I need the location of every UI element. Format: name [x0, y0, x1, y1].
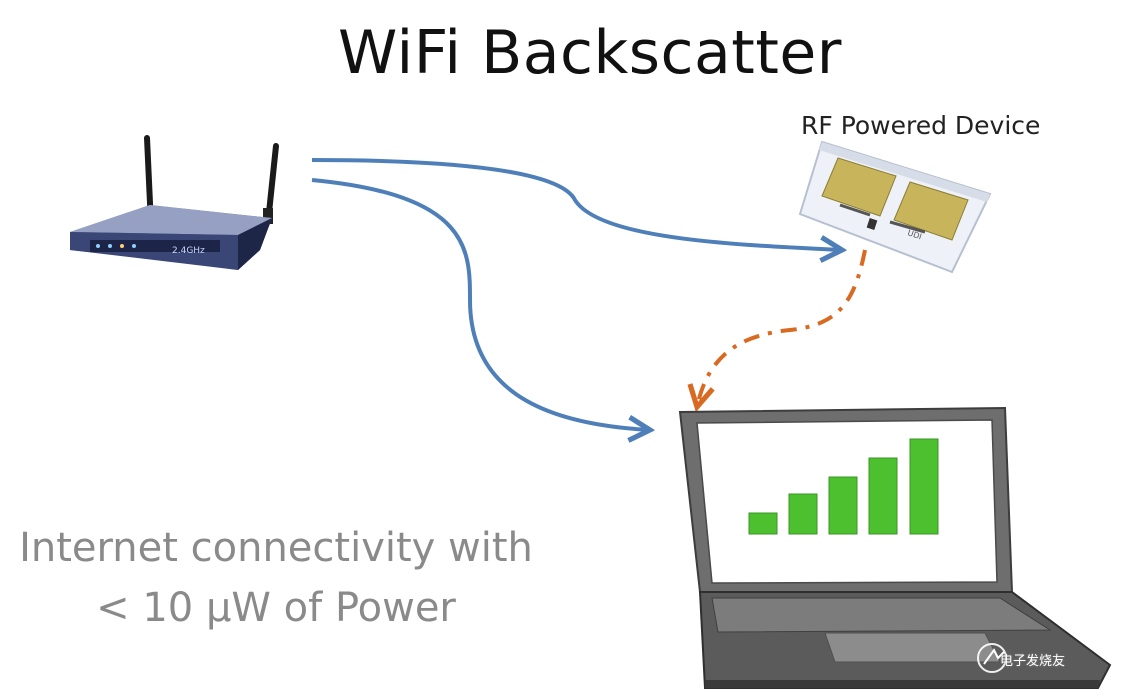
wifi-router-icon: 2.4GHz [70, 135, 279, 270]
tag-chip-label: UDI [906, 228, 922, 241]
backscatter-arrow [697, 249, 867, 407]
watermark-logo-icon [977, 643, 1007, 673]
caption-line-2: < 10 µW of Power [96, 585, 456, 631]
rf-device-label: RF Powered Device [801, 111, 1041, 140]
router-panel-label: 2.4GHz [172, 246, 205, 256]
signal-bar [909, 438, 939, 535]
signal-bar [868, 457, 898, 535]
signal-bar [828, 476, 858, 535]
caption: Internet connectivity with < 10 µW of Po… [0, 518, 552, 638]
signal-bar [788, 493, 818, 535]
laptop-icon [678, 406, 1112, 689]
rf-tag-icon: UDI [798, 140, 992, 274]
signal-strength-icon [748, 438, 939, 535]
watermark-text: 电子发烧友 [1000, 654, 1066, 669]
slide-title: WiFi Backscatter [338, 18, 842, 88]
caption-line-1: Internet connectivity with [19, 525, 533, 571]
signal-arrow-to-laptop [311, 178, 650, 430]
signal-arrow-to-tag [311, 158, 842, 250]
signal-bar [748, 512, 778, 535]
